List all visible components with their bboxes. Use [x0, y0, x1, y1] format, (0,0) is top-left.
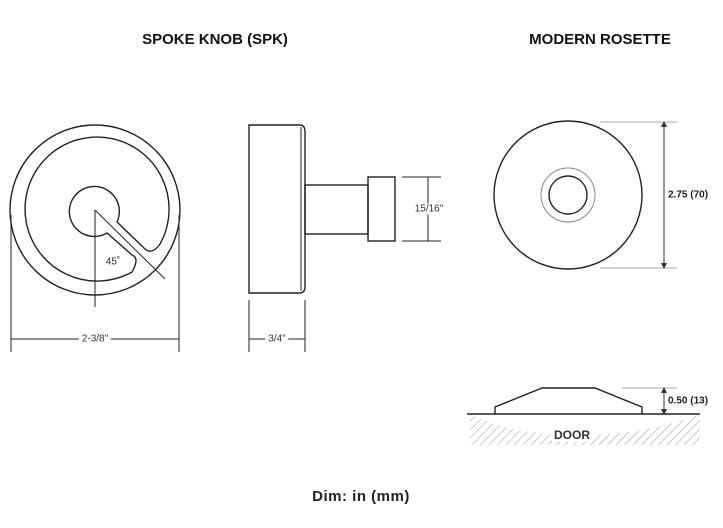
rosette-outer-circle	[493, 120, 643, 270]
units-note: Dim: in (mm)	[312, 488, 410, 505]
angle-label: 45˚	[102, 256, 124, 268]
knob-cap	[367, 176, 396, 242]
spoke-knob-title: SPOKE KNOB (SPK)	[142, 31, 288, 48]
door-label: DOOR	[552, 428, 592, 442]
width-dimension: 2-3/8"	[78, 333, 112, 345]
rosette-hole	[548, 175, 588, 215]
rosette-height-dimension: 0.50 (13)	[668, 395, 709, 407]
rosette-profile	[494, 387, 643, 414]
modern-rosette-title: MODERN ROSETTE	[529, 31, 671, 48]
knob-side-body	[248, 124, 306, 294]
knob-shaft	[304, 184, 369, 235]
knob-spoke-outline	[24, 136, 170, 282]
depth-dimension: 3/4"	[265, 333, 289, 345]
rosette-diameter-dimension: 2.75 (70)	[668, 189, 709, 201]
cap-dimension: 15/16"	[411, 203, 447, 215]
